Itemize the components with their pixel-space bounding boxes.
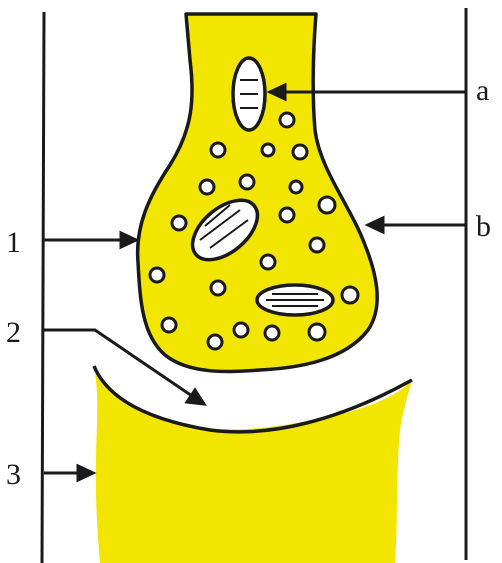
arrow-1-head xyxy=(121,233,136,247)
vesicle xyxy=(240,175,254,189)
vesicle xyxy=(261,255,275,269)
arrow-b-head xyxy=(368,218,383,232)
mitochondrion-right xyxy=(257,285,333,315)
vesicle xyxy=(310,238,324,252)
mitochondrion-top xyxy=(233,58,265,130)
vesicle xyxy=(342,287,358,303)
arrow-2-head xyxy=(187,390,204,404)
left-frame-line xyxy=(42,12,44,563)
vesicle xyxy=(200,180,214,194)
vesicle xyxy=(262,144,274,156)
label-3: 3 xyxy=(6,458,21,491)
label-a: a xyxy=(476,74,489,107)
vesicle xyxy=(172,216,186,230)
vesicle xyxy=(280,208,294,222)
vesicle xyxy=(208,335,222,349)
vesicle xyxy=(309,324,325,340)
vesicle xyxy=(211,143,225,157)
vesicle xyxy=(319,197,335,213)
vesicle xyxy=(293,145,307,159)
label-1: 1 xyxy=(6,226,21,259)
label-2: 2 xyxy=(6,316,21,349)
label-b: b xyxy=(476,210,491,243)
arrow-3-head xyxy=(78,466,93,480)
vesicle xyxy=(162,318,176,332)
vesicle xyxy=(265,326,279,340)
vesicle xyxy=(290,181,302,193)
vesicle xyxy=(211,281,225,295)
vesicle xyxy=(280,113,294,127)
vesicle xyxy=(234,323,248,337)
vesicle xyxy=(150,268,164,282)
postsynaptic-membrane xyxy=(94,366,412,563)
